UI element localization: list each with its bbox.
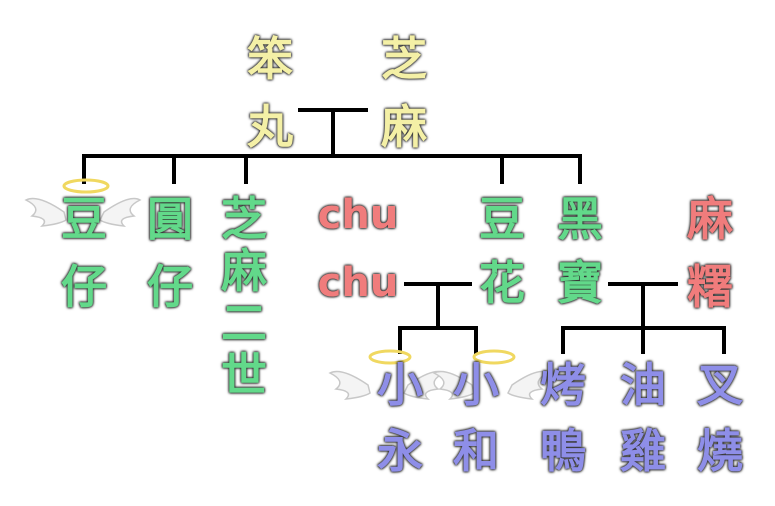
father-name-char-1: 笨 [247, 32, 293, 86]
spouse-char-1: 麻 [687, 192, 733, 246]
child-2-char-2: 仔 [147, 260, 193, 314]
grandchild-4-char-2: 雞 [620, 424, 666, 478]
father-name-char-2: 丸 [247, 100, 293, 154]
mother-name-char-2: 麻 [381, 100, 427, 154]
child-3-char-4: 世 [221, 348, 267, 402]
child-1-char-1: 豆 [61, 192, 107, 246]
child-6-char-1: 黑 [557, 192, 603, 246]
grandchild-5-char-2: 燒 [697, 424, 743, 478]
child-6-char-2: 寶 [557, 256, 603, 310]
grandchild-1-char-1: 小 [377, 358, 423, 412]
grandchild-1-char-2: 永 [377, 424, 423, 478]
child-2-char-1: 圓 [147, 192, 193, 246]
grandchild-2-char-1: 小 [453, 358, 499, 412]
spouse-char-2: 糬 [687, 260, 733, 314]
angel-wings-halo-icon [24, 178, 142, 227]
child-3-char-3: 二 [221, 296, 267, 350]
grandchild-3-char-1: 烤 [540, 358, 586, 412]
child-5-char-2: 花 [479, 256, 525, 310]
grandchild-2-char-2: 和 [453, 424, 499, 478]
grandchild-4-char-1: 油 [620, 358, 666, 412]
child-3-char-2: 麻 [221, 244, 267, 298]
angel-wings-halo-icon [432, 349, 550, 400]
child-4-line-2: chu [317, 260, 399, 306]
mother-name-char-1: 芝 [381, 32, 427, 86]
grandchild-5-char-1: 叉 [697, 358, 743, 412]
child-1-char-2: 仔 [61, 260, 107, 314]
grandchild-3-char-2: 鴨 [540, 424, 586, 478]
child-4-line-1: chu [317, 192, 399, 238]
child-3-char-1: 芝 [221, 192, 267, 246]
child-5-char-1: 豆 [479, 192, 525, 246]
